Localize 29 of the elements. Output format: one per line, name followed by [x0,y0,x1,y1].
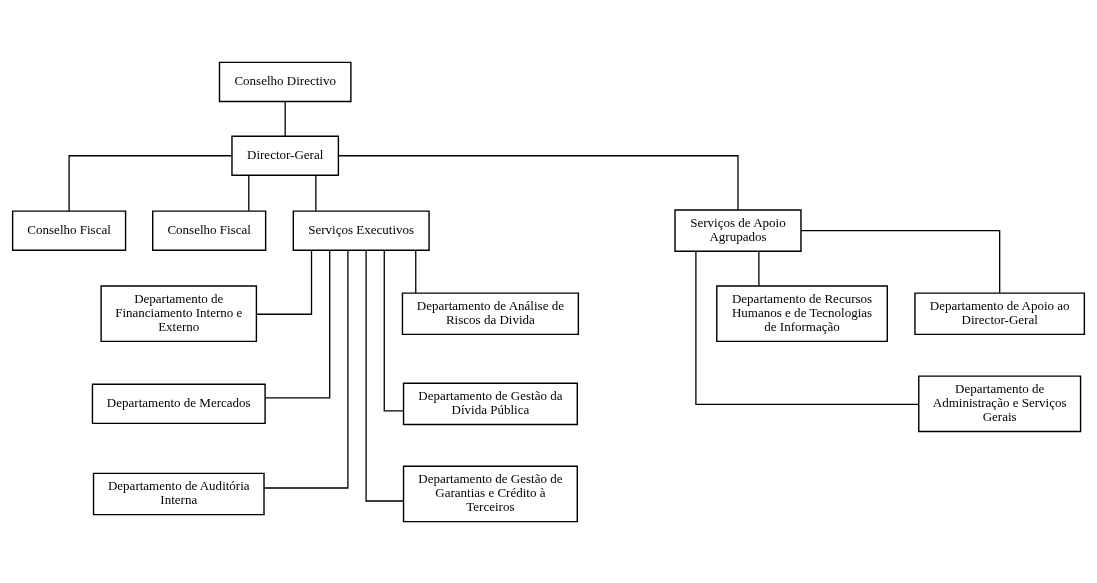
node-box: Departamento de Recursos Humanos e de Tecnologias de Informação [716,284,888,342]
node-box: Departamento de Gestão da Dívida Pública [402,382,578,425]
connector [758,250,760,286]
connector [800,229,1001,293]
node-box: Serviços Executivos [292,209,430,251]
connector [284,100,286,137]
node-box: Departamento de Gestão de Garantias e Crédito à Terceiros [402,465,578,522]
connector [263,249,349,489]
node-box: Departamento de Apoio ao Director-Geral [914,291,1086,335]
node-box: Director-Geral [231,134,340,176]
connector [68,154,233,212]
connector [248,174,250,211]
connector [256,249,313,315]
connector [337,154,739,210]
node-box: Departamento de Mercados [91,383,266,424]
connector [264,249,331,398]
connector [365,249,405,502]
connector [695,250,920,405]
node-box: Departamento de Administração e Serviços Gerais [918,374,1082,432]
connector [383,249,404,412]
connector [415,249,417,294]
node-box: Departamento de Auditória Interna [92,472,265,515]
connector [315,174,317,211]
node-box: Serviços de Apoio Agrupados [674,208,802,252]
node-box: Departamento de Análise de Riscos da Divida [401,291,580,335]
node-box: Conselho Fiscal [152,209,267,251]
node-box: Conselho Directivo [218,61,352,102]
node-box: Conselho Fiscal [11,209,127,251]
node-box: Departamento de Financiamento Interno e Externo [100,284,258,342]
